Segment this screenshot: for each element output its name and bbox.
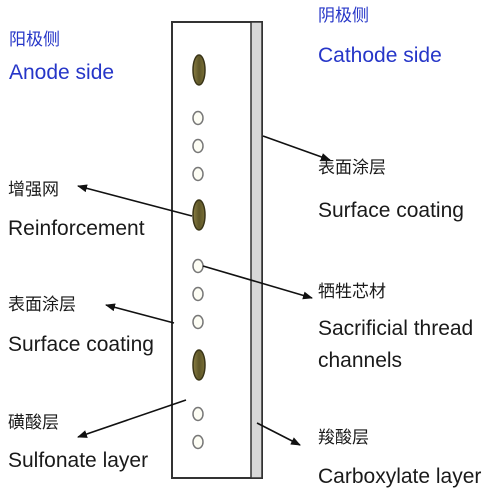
surface-coating-left-zh: 表面涂层 bbox=[8, 295, 76, 315]
sulfonate-layer-zh: 磺酸层 bbox=[8, 413, 59, 433]
sacrificial-channel bbox=[192, 286, 204, 302]
sulfonate-layer-region bbox=[171, 21, 263, 479]
sacrificial-channel bbox=[192, 258, 204, 274]
cathode-side-zh: 阴极侧 bbox=[318, 6, 369, 26]
reinforcement-fiber bbox=[192, 199, 206, 231]
carboxylate-layer-arrow bbox=[256, 422, 301, 446]
carboxylate-layer-en: Carboxylate layer bbox=[318, 465, 482, 488]
sacrificial-channel bbox=[192, 110, 204, 126]
cathode-side-en: Cathode side bbox=[318, 44, 442, 67]
carboxylate-layer-zh: 羧酸层 bbox=[318, 428, 369, 448]
sacrificial-threads-en-line2: channels bbox=[318, 349, 403, 372]
sulfonate-layer-en: Sulfonate layer bbox=[8, 449, 149, 472]
surface-coating-right-arrow bbox=[262, 135, 331, 161]
surface-coating-right-zh: 表面涂层 bbox=[318, 158, 386, 178]
surface-coating-left-arrow bbox=[105, 303, 175, 324]
reinforcement-en: Reinforcement bbox=[8, 217, 145, 240]
sacrificial-channel bbox=[192, 406, 204, 422]
sacrificial-channel bbox=[192, 138, 204, 154]
reinforcement-arrow bbox=[77, 184, 193, 217]
anode-side-en: Anode side bbox=[9, 61, 115, 84]
surface-coating-left-en: Surface coating bbox=[8, 333, 154, 356]
sacrificial-channel bbox=[192, 166, 204, 182]
sacrificial-threads-zh: 牺牲芯材 bbox=[318, 282, 386, 302]
sacrificial-channels bbox=[192, 110, 204, 450]
surface-coating-right-en: Surface coating bbox=[318, 199, 464, 222]
reinforcement-fiber bbox=[192, 349, 206, 381]
reinforcement-zh: 增强网 bbox=[8, 180, 59, 200]
sacrificial-threads-en-line1: Sacrificial thread bbox=[318, 317, 474, 340]
carboxylate-layer-strip bbox=[250, 21, 263, 479]
anode-side-zh: 阳极侧 bbox=[9, 30, 60, 50]
reinforcement-fiber bbox=[192, 54, 206, 86]
sacrificial-channel bbox=[192, 314, 204, 330]
sacrificial-channel bbox=[192, 434, 204, 450]
sacrificial-thread-arrow bbox=[202, 265, 313, 300]
sulfonate-layer-arrow bbox=[77, 399, 187, 438]
